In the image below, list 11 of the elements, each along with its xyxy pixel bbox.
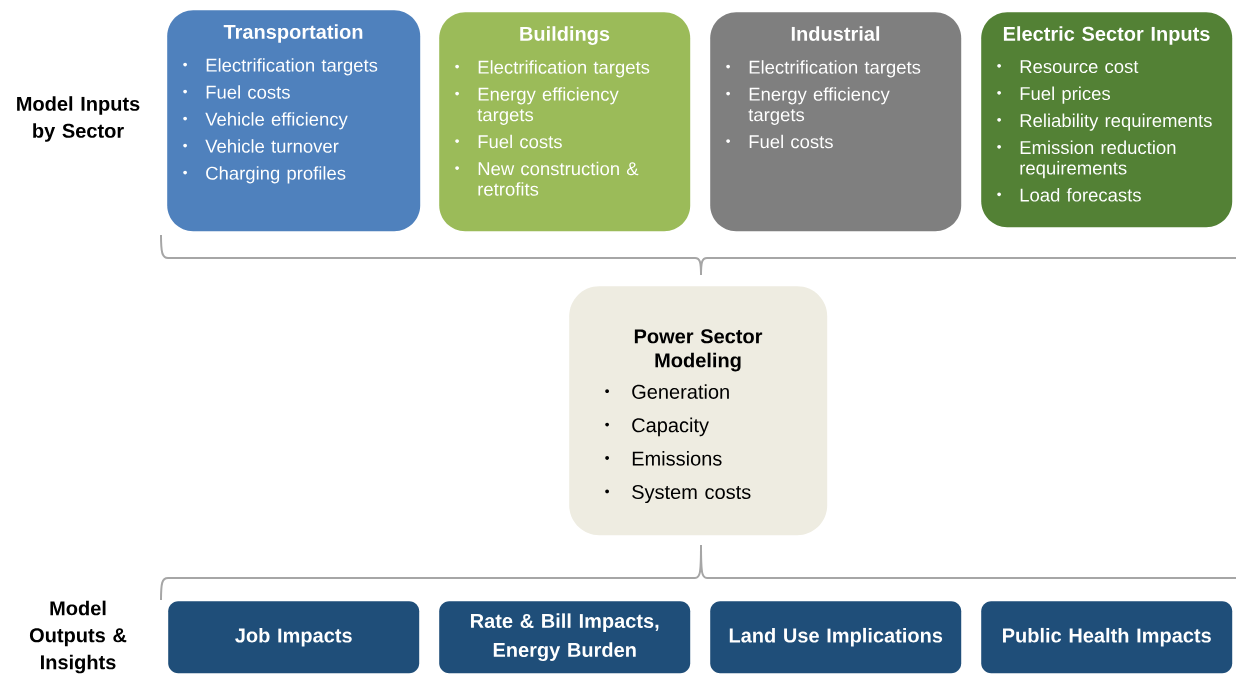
output-box: Job Impacts [168,601,420,674]
modeling-box: Power Sector Modeling Generation Capacity Emissions System costs [569,286,828,536]
sector-box: Industrial Electrification targets Energy efficiency targets Fuel costs [710,12,962,232]
sector-box: Transportation Electrification targets Fuel costs Vehicle efficiency Vehicle turnover Charging profiles [167,10,421,232]
output-box: Rate & Bill Impacts, Energy Burden [439,601,691,674]
output-box: Land Use Implications [710,601,962,674]
row-heading: Model Inputs by Sector [17,96,140,142]
output-box: Public Health Impacts [981,601,1233,674]
sector-box: Buildings Electrification targets Energy efficiency targets Fuel costs New construction & retrofits [439,12,691,232]
row-heading: Model Outputs & Insights [29,600,127,674]
sector-box: Electric Sector Inputs Resource cost Fuel prices Reliability requirements Emission reduction requirements Load forecasts [981,12,1233,228]
